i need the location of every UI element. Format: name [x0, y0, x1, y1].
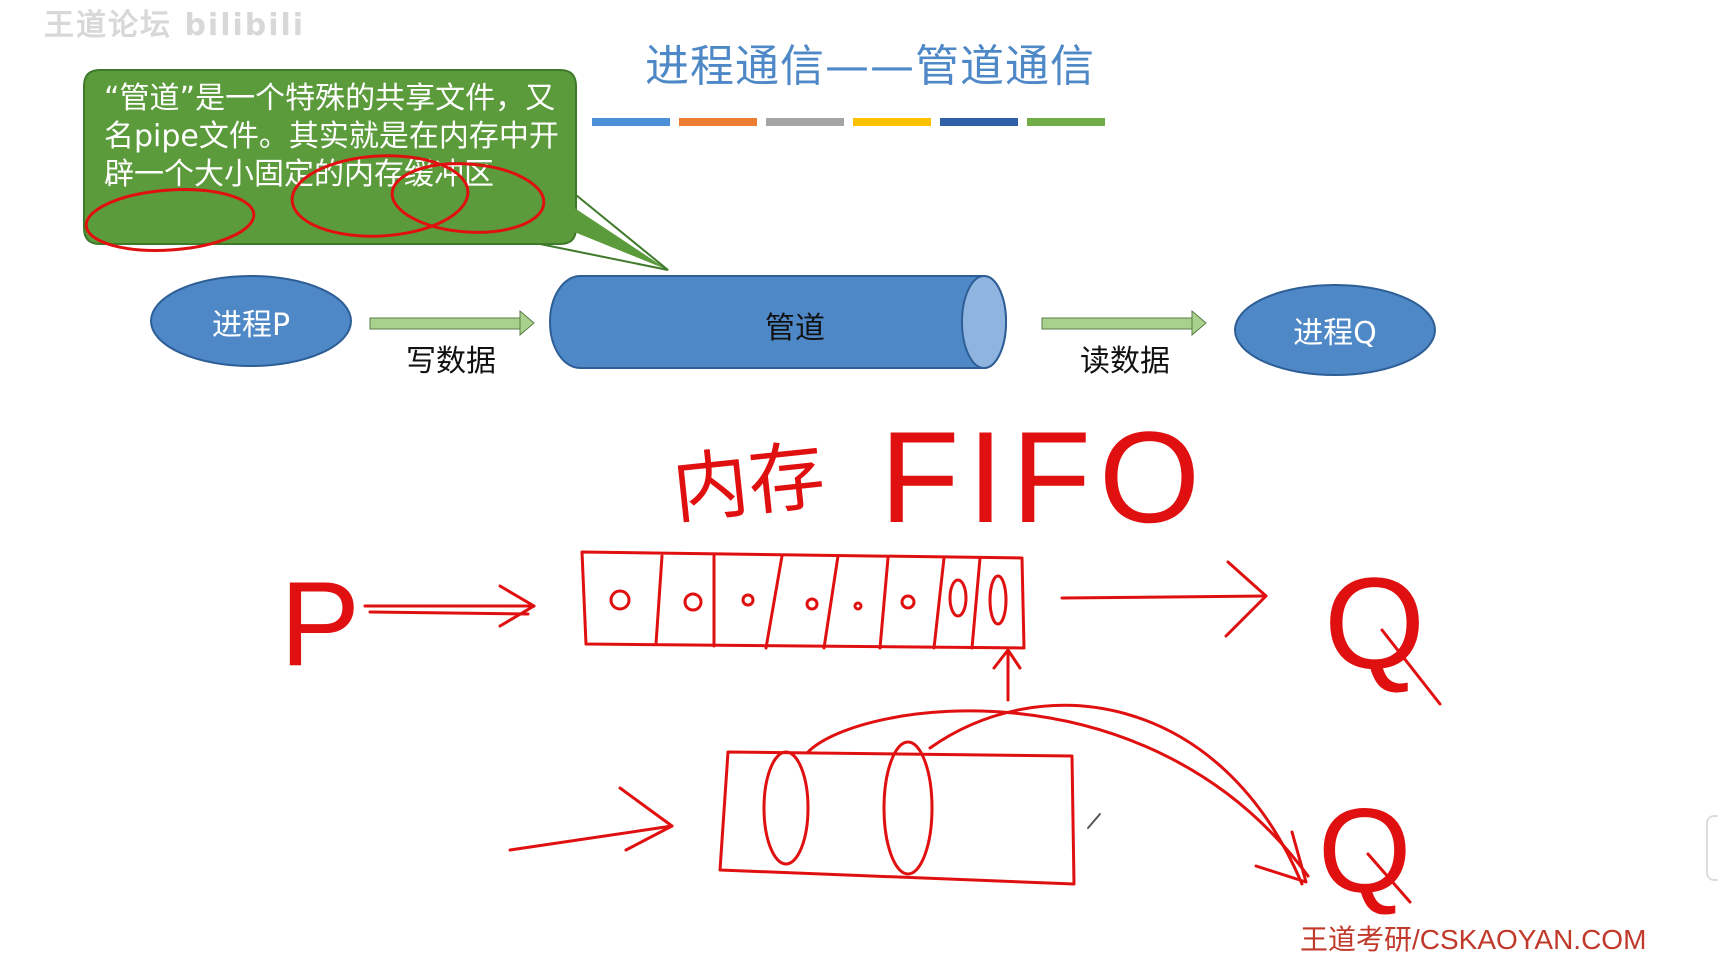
read-data-label: 读数据: [1080, 344, 1170, 379]
pipe-label: 管道: [765, 311, 825, 346]
memory-buffer-outline: [580, 550, 1026, 650]
color-bar: [853, 118, 931, 126]
callout-text: “管道”是一个特殊的共享文件，又名pipe文件。其实就是在内存中开辟一个大小固定…: [104, 81, 559, 192]
buffer-data-mark: [805, 597, 819, 611]
annotation-circle: [290, 154, 470, 238]
buffer-divider: [970, 556, 982, 650]
curved-ink-arrow: [806, 709, 1310, 878]
pen-cursor-icon: [1087, 813, 1101, 829]
color-bar: [679, 118, 757, 126]
read-ink-arrow: [1060, 594, 1268, 600]
buffer-divider: [654, 554, 664, 646]
handwritten-q-2: Q: [1318, 784, 1411, 918]
bottom-ink-arrow-head: [618, 786, 674, 852]
pipe-cylinder-end: [961, 275, 1007, 369]
read-ink-arrow-head: [1224, 560, 1268, 638]
title-color-bars: [592, 118, 1105, 126]
footer-brand: 王道考研/CSKAOYAN.COM: [1300, 924, 1647, 955]
buffer-divider: [932, 556, 946, 650]
q-tail: [1380, 628, 1442, 706]
lower-buffer-outline: [718, 750, 1076, 886]
lower-buffer-item: [762, 750, 810, 866]
buffer-divider: [822, 554, 840, 650]
buffer-data-mark: [853, 601, 863, 611]
pointer-up-arrow-head: [992, 648, 1022, 670]
process-q-label: 进程Q: [1293, 316, 1377, 351]
process-q-ellipse: [1234, 284, 1436, 376]
callout-pointer-outline: [539, 194, 669, 271]
handwritten-q: Q: [1324, 550, 1425, 696]
q2-tail: [1366, 852, 1412, 904]
slide-title: 进程通信——管道通信: [645, 41, 1095, 92]
side-panel-handle[interactable]: [1706, 815, 1718, 881]
handwritten-p: P: [280, 557, 360, 691]
lower-buffer-item: [882, 740, 934, 876]
write-ink-arrow-head: [498, 584, 536, 628]
process-p-label: 进程P: [211, 308, 291, 343]
annotation-circle: [390, 162, 546, 234]
bottom-ink-arrow: [508, 824, 674, 852]
callout-bubble: [83, 69, 577, 245]
watermark-logo: 王道论坛 bilibili: [44, 8, 306, 43]
handwritten-memory-word: 内存: [668, 430, 828, 534]
annotation-circle: [84, 188, 256, 252]
buffer-data-mark: [683, 592, 703, 612]
write-arrow-head: [519, 309, 535, 337]
curved-ink-arrow: [928, 703, 1304, 886]
buffer-divider: [764, 554, 784, 650]
read-arrow-head: [1191, 309, 1207, 337]
buffer-data-mark: [948, 578, 968, 618]
buffer-data-mark: [900, 594, 916, 610]
handwritten-fifo: FIFO: [880, 404, 1208, 550]
buffer-data-mark: [609, 589, 631, 611]
color-bar: [940, 118, 1018, 126]
buffer-data-mark: [741, 593, 755, 607]
buffer-divider: [878, 556, 890, 650]
color-bar: [1027, 118, 1105, 126]
write-ink-arrow: [368, 610, 530, 616]
color-bar: [592, 118, 670, 126]
callout-pointer: [520, 205, 668, 270]
buffer-data-mark: [988, 574, 1008, 626]
process-p-ellipse: [150, 275, 352, 367]
color-bar: [766, 118, 844, 126]
curved-ink-arrow-head: [1254, 830, 1308, 884]
write-data-label: 写数据: [406, 344, 496, 379]
